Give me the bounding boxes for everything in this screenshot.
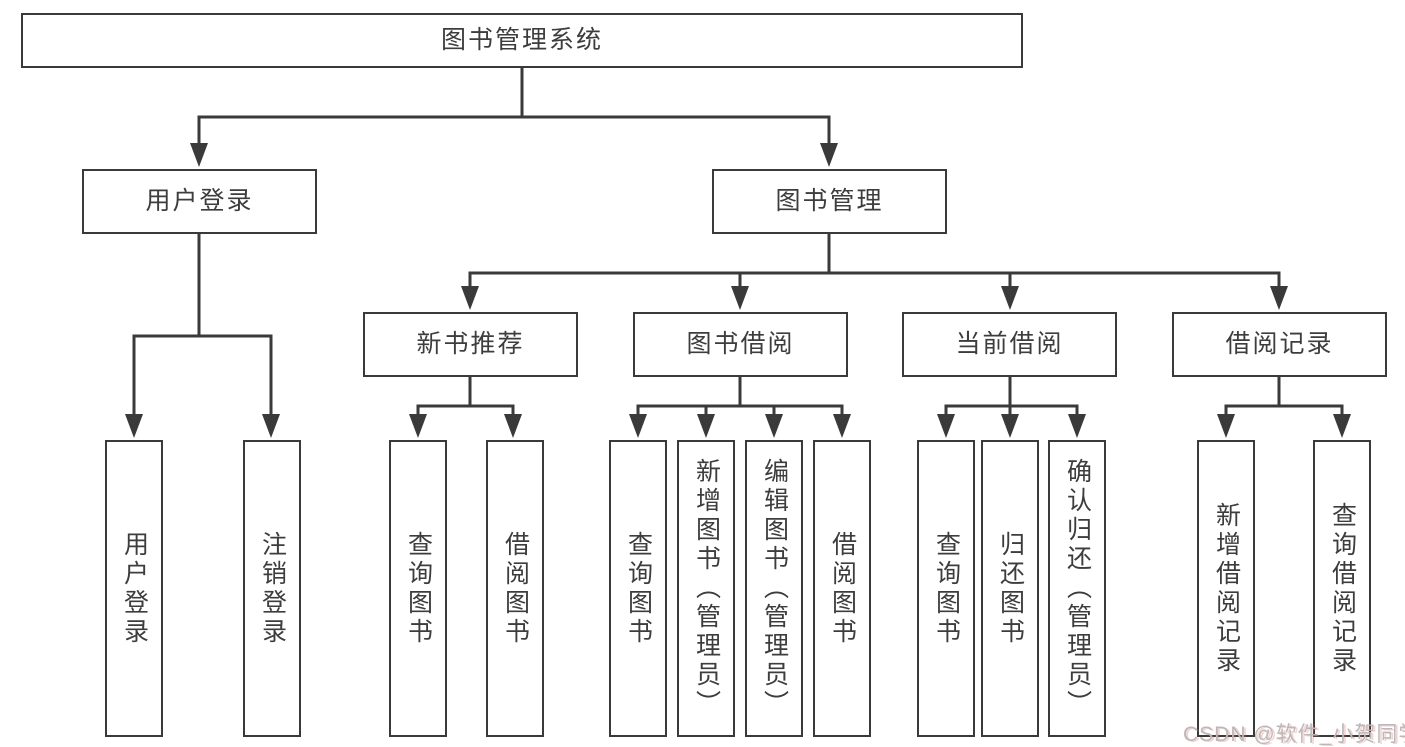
arrowhead <box>1217 414 1235 438</box>
arrowhead <box>1333 414 1351 438</box>
leaf-label: 查询图书 <box>624 530 653 647</box>
arrowhead <box>1068 414 1086 438</box>
leaf-label: 归还图书 <box>996 530 1025 647</box>
node-library-system: 图书管理系统 <box>21 13 1023 68</box>
leaf-edit-books-admin: 编辑图书（管理员） <box>745 440 803 737</box>
leaf-label: 编辑图书（管理员） <box>760 458 789 719</box>
connector-new-books-branch <box>416 375 515 415</box>
leaf-add-books-admin: 新增图书（管理员） <box>677 440 735 737</box>
leaf-label: 查询借阅记录 <box>1328 501 1357 676</box>
node-user-login-label: 用户登录 <box>145 186 254 215</box>
arrowhead <box>1001 414 1019 438</box>
connector-root-branch <box>197 66 831 146</box>
leaf-logout: 注销登录 <box>243 440 301 737</box>
leaf-borrow-books: 借阅图书 <box>813 440 871 737</box>
node-current-borrow: 当前借阅 <box>902 312 1117 377</box>
node-borrow-records-label: 借阅记录 <box>1225 329 1334 358</box>
leaf-add-borrow-record: 新增借阅记录 <box>1197 440 1255 737</box>
node-book-borrow-label: 图书借阅 <box>686 329 795 358</box>
leaf-user-login: 用户登录 <box>105 440 163 737</box>
leaf-query-books: 查询图书 <box>389 440 447 737</box>
arrowhead <box>1270 286 1288 310</box>
node-borrow-records: 借阅记录 <box>1172 312 1387 377</box>
leaf-label: 查询图书 <box>932 530 961 647</box>
arrowhead <box>461 286 479 310</box>
connector-current-borrow-branch <box>944 375 1079 415</box>
arrowhead <box>262 414 280 438</box>
arrowhead <box>190 143 208 167</box>
arrowhead <box>629 414 647 438</box>
node-user-login: 用户登录 <box>82 169 317 234</box>
arrowhead <box>765 414 783 438</box>
arrowhead <box>1001 286 1019 310</box>
node-library-system-label: 图书管理系统 <box>440 25 603 54</box>
leaf-label: 新增借阅记录 <box>1212 501 1241 676</box>
leaf-confirm-return-admin: 确认归还（管理员） <box>1048 440 1106 737</box>
node-book-management-label: 图书管理 <box>775 186 884 215</box>
leaf-label: 确认归还（管理员） <box>1063 458 1092 719</box>
leaf-label: 借阅图书 <box>501 530 530 647</box>
leaf-label: 查询图书 <box>404 530 433 647</box>
leaf-query-borrow-record: 查询借阅记录 <box>1313 440 1371 737</box>
leaf-label: 注销登录 <box>258 530 287 647</box>
arrowhead <box>833 414 851 438</box>
arrowhead <box>409 414 427 438</box>
leaf-query-books: 查询图书 <box>917 440 975 737</box>
arrowhead <box>125 414 143 438</box>
connector-book-mgmt-branch <box>468 231 1281 288</box>
leaf-query-books: 查询图书 <box>609 440 667 737</box>
node-current-borrow-label: 当前借阅 <box>955 329 1064 358</box>
connector-book-borrow-branch <box>636 375 844 415</box>
node-new-book-recommend-label: 新书推荐 <box>416 329 525 358</box>
node-new-book-recommend: 新书推荐 <box>363 312 578 377</box>
csdn-watermark: CSDN @软件_小贺同学 <box>1183 723 1405 746</box>
leaf-label: 用户登录 <box>120 530 149 647</box>
arrowheads <box>125 143 1351 438</box>
arrowhead <box>504 414 522 438</box>
connector-borrow-records-branch <box>1224 375 1344 415</box>
leaf-label: 新增图书（管理员） <box>692 458 721 719</box>
leaf-borrow-books: 借阅图书 <box>486 440 544 737</box>
connector-user-login-branch <box>132 231 273 415</box>
arrowhead <box>697 414 715 438</box>
arrowhead <box>731 286 749 310</box>
node-book-management: 图书管理 <box>712 169 947 234</box>
node-book-borrow: 图书借阅 <box>633 312 848 377</box>
leaf-return-books: 归还图书 <box>981 440 1039 737</box>
arrowhead <box>820 143 838 167</box>
arrowhead <box>937 414 955 438</box>
leaf-label: 借阅图书 <box>828 530 857 647</box>
